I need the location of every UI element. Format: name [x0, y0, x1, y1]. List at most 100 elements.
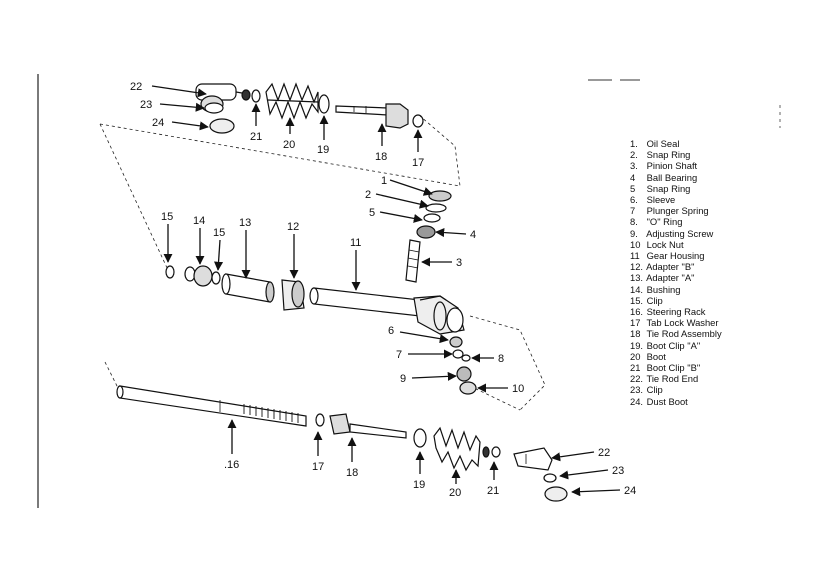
callout-11: 11	[350, 237, 361, 249]
legend-item-number: 19.	[630, 339, 644, 351]
ball-bearing	[416, 225, 436, 239]
callout-9: 9	[400, 373, 406, 385]
legend-item: 22. Tie Rod End	[630, 373, 780, 384]
adjusting-screw	[456, 366, 472, 382]
callout-19-top: 19	[317, 144, 329, 156]
boot-bottom	[433, 426, 481, 472]
callout-10: 10	[512, 383, 524, 395]
callout-23-top: 23	[140, 99, 152, 111]
legend-item-number: 22.	[630, 373, 644, 385]
guide-lines	[99, 115, 546, 411]
tie-rod-bottom	[329, 413, 407, 439]
legend-item: 8. "O" Ring	[630, 216, 780, 227]
callout-19-bottom: 19	[413, 479, 425, 491]
legend-item-label: Tie Rod End	[646, 373, 699, 385]
legend-item: 19. Boot Clip "A"	[630, 340, 780, 351]
legend-item: 11 Gear Housing	[630, 250, 780, 261]
legend-item-number: 20	[630, 350, 641, 362]
legend-item: 3. Pinion Shaft	[630, 160, 780, 171]
tie-rod-end-bottom	[513, 447, 553, 471]
legend-item-number: 11	[630, 250, 640, 262]
callout-4: 4	[470, 229, 476, 241]
legend-item-label: Steering Rack	[646, 306, 706, 318]
legend-item: 2. Snap Ring	[630, 149, 780, 160]
legend-item-label: Sleeve	[646, 194, 676, 206]
legend-item: 12. Adapter "B"	[630, 261, 780, 272]
callout-15-right: 15	[213, 227, 225, 239]
legend-item-number: 7	[630, 205, 636, 217]
tab-lock-washer-bottom	[315, 413, 325, 427]
legend-item-number: 16.	[630, 306, 644, 318]
clip-right	[211, 271, 221, 285]
steering-rack	[116, 385, 307, 427]
legend-item-label: Boot	[646, 350, 666, 362]
legend-item-label: Adapter "B"	[646, 261, 695, 273]
legend-item: 15. Clip	[630, 295, 780, 306]
tab-lock-washer-top	[412, 114, 424, 128]
legend-item-number: 2.	[630, 149, 638, 161]
oil-seal	[428, 190, 452, 202]
callout-15-left: 15	[161, 211, 173, 223]
legend-item-number: 1.	[630, 138, 638, 149]
boot-clip-a-top	[318, 94, 330, 114]
dust-boot-bottom	[544, 486, 568, 502]
legend-item-label: Dust Boot	[646, 395, 688, 407]
legend-item: 16. Steering Rack	[630, 306, 780, 317]
legend-item: 5 Snap Ring	[630, 183, 780, 194]
o-ring	[461, 354, 471, 362]
clip-bottom	[543, 473, 557, 483]
callout-18-top: 18	[375, 151, 387, 163]
plunger-spring	[452, 349, 464, 359]
legend-item-label: Ball Bearing	[646, 171, 698, 183]
legend-item-number: 17	[630, 317, 641, 329]
boot-clip-b-top	[241, 89, 261, 103]
legend-item-number: 6.	[630, 194, 638, 206]
adjuster-parts	[449, 336, 477, 395]
legend-item: 1. Oil Seal	[630, 138, 780, 149]
sleeve	[449, 336, 463, 348]
clip-left	[165, 265, 175, 279]
pinion-shaft	[405, 239, 421, 283]
legend-item-label: "O" Ring	[646, 216, 683, 228]
callout-8: 8	[498, 353, 504, 365]
legend-item-label: Boot Clip "B"	[646, 362, 701, 374]
legend-item-number: 10	[630, 238, 641, 250]
legend-item-label: Lock Nut	[646, 238, 684, 250]
boot-clip-a-bottom	[413, 428, 427, 448]
callout-7: 7	[396, 349, 402, 361]
legend-item-number: 23.	[630, 384, 644, 396]
clip-top	[204, 102, 224, 114]
legend-item-number: 18	[630, 328, 641, 340]
legend-item: 7 Plunger Spring	[630, 205, 780, 216]
legend-item: 6. Sleeve	[630, 194, 780, 205]
callout-17-top: 17	[412, 157, 424, 169]
legend-item-label: Clip	[646, 294, 663, 306]
legend-item: 17 Tab Lock Washer	[630, 317, 780, 328]
legend-item-label: Gear Housing	[646, 250, 705, 262]
parts-legend: 1. Oil Seal 2. Snap Ring 3. Pinion Shaft…	[630, 138, 780, 407]
callout-12: 12	[287, 221, 299, 233]
callout-20-bottom: 20	[449, 487, 461, 499]
callout-17-bottom: 17	[312, 461, 324, 473]
legend-item: 4 Ball Bearing	[630, 172, 780, 183]
leader-arrows	[151, 85, 621, 497]
bottom-row	[116, 385, 568, 502]
snap-ring-2	[425, 203, 447, 213]
adapter-b	[281, 279, 305, 311]
callout-24-bottom: 24	[624, 485, 636, 497]
legend-item-label: Snap Ring	[646, 182, 691, 194]
gear-housing	[309, 287, 465, 335]
legend-item-label: Oil Seal	[646, 138, 680, 149]
adapter-a	[221, 273, 275, 303]
legend-item-label: Boot Clip "A"	[646, 339, 701, 351]
legend-item-number: 5	[630, 182, 636, 194]
tie-rod-top	[335, 103, 409, 129]
legend-item: 23. Clip	[630, 384, 780, 395]
legend-item: 10 Lock Nut	[630, 239, 780, 250]
callout-21-top: 21	[250, 131, 262, 143]
bushing	[184, 265, 213, 287]
callout-20-top: 20	[283, 139, 295, 151]
legend-item: 18 Tie Rod Assembly	[630, 328, 780, 339]
callout-6: 6	[388, 325, 394, 337]
